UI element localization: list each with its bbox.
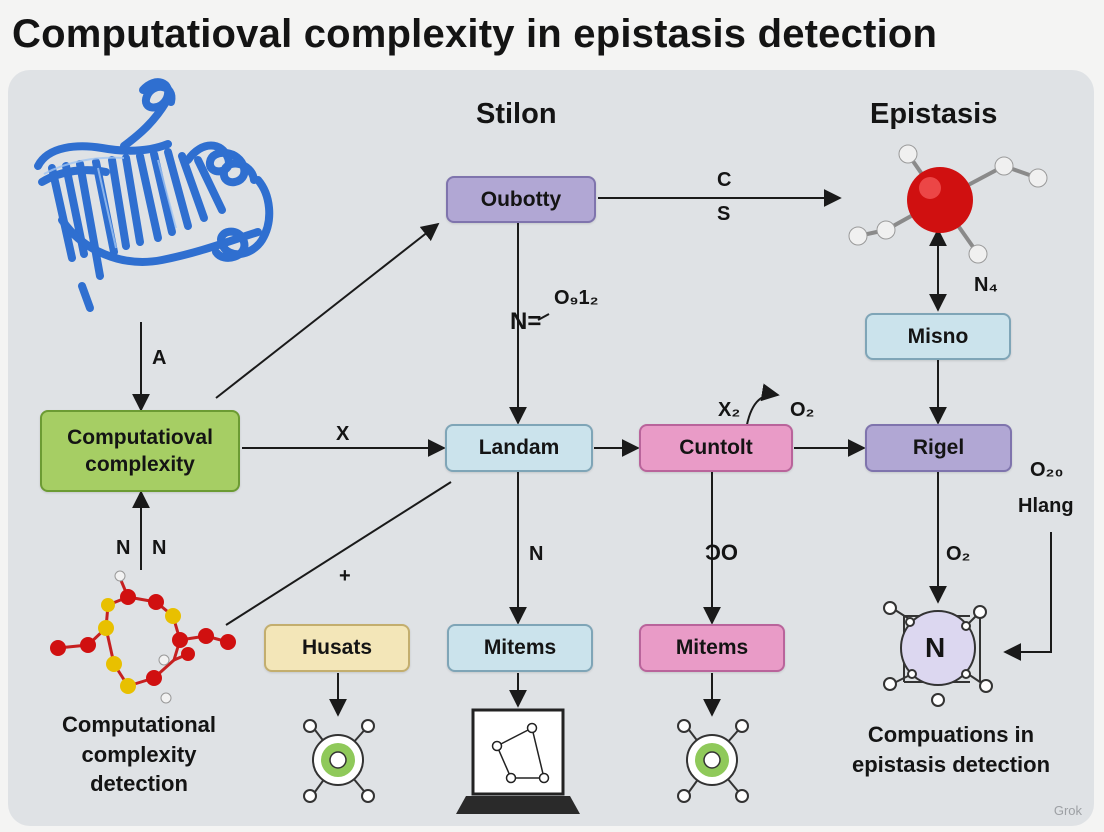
node-mitems-blue[interactable]: Mitems — [447, 624, 593, 672]
label-c: C — [717, 169, 732, 191]
epistasis-molecule-icon — [848, 144, 1048, 264]
page-title: Computatioval complexity in epistasis de… — [12, 12, 938, 56]
label-x2: X₂ — [718, 399, 741, 421]
label-o2-right: O₂ — [946, 543, 971, 565]
protein-structure-icon — [34, 78, 274, 312]
label-o112: O₉1₂ — [554, 287, 599, 309]
molecule-ring-icon — [50, 570, 236, 704]
node-landam[interactable]: Landam — [445, 424, 593, 472]
label-n-mid: N — [529, 543, 544, 565]
label-x: X — [336, 423, 350, 445]
heading-stilon: Stilon — [476, 98, 557, 130]
connector-layer — [132, 189, 1052, 717]
caption-right: Compuations in epistasis detection — [851, 722, 1051, 777]
heading-epistasis: Epistasis — [870, 98, 998, 130]
node-computational-complexity[interactable]: Computatioval complexity — [40, 410, 240, 492]
label-hlang: Hlang — [1018, 495, 1074, 517]
diagram-panel: Stilon Epistasis Oubotty Computatioval c… — [8, 70, 1094, 826]
node-mitems-pink[interactable]: Mitems — [639, 624, 785, 672]
target-node-icon-right — [677, 719, 749, 803]
label-n-equals: N= — [510, 308, 542, 335]
label-n-right: N — [152, 537, 167, 559]
label-o2-top: O₂ — [790, 399, 815, 421]
bottom-icons-layer — [303, 601, 993, 814]
caption-left: Computational complexity detection — [62, 712, 216, 797]
laptop-icon — [456, 708, 580, 814]
label-s: S — [717, 203, 731, 225]
node-rigel[interactable]: Rigel — [865, 424, 1012, 472]
label-oo: ƆO — [705, 540, 738, 565]
label-n-circle: N — [925, 632, 946, 663]
target-node-icon-left — [303, 719, 375, 803]
label-n4: N₄ — [974, 274, 998, 296]
arrow-computational-to-oubotty — [215, 222, 440, 399]
label-n-left: N — [116, 537, 131, 559]
label-a: A — [152, 347, 167, 369]
node-oubotty[interactable]: Oubotty — [446, 176, 596, 223]
line-molecule-to-landam — [225, 481, 452, 626]
node-cuntolt[interactable]: Cuntolt — [639, 424, 793, 472]
bond-n-o — [537, 313, 550, 321]
watermark-grok: Grok — [1053, 803, 1082, 818]
n-node-circle-icon — [883, 601, 993, 707]
node-husats[interactable]: Husats — [264, 624, 410, 672]
label-o20: O₂₀ — [1030, 459, 1064, 481]
arrow-hlang-to-n-circle — [1003, 532, 1052, 661]
label-plus: + — [339, 565, 351, 587]
node-misno[interactable]: Misno — [865, 313, 1011, 360]
